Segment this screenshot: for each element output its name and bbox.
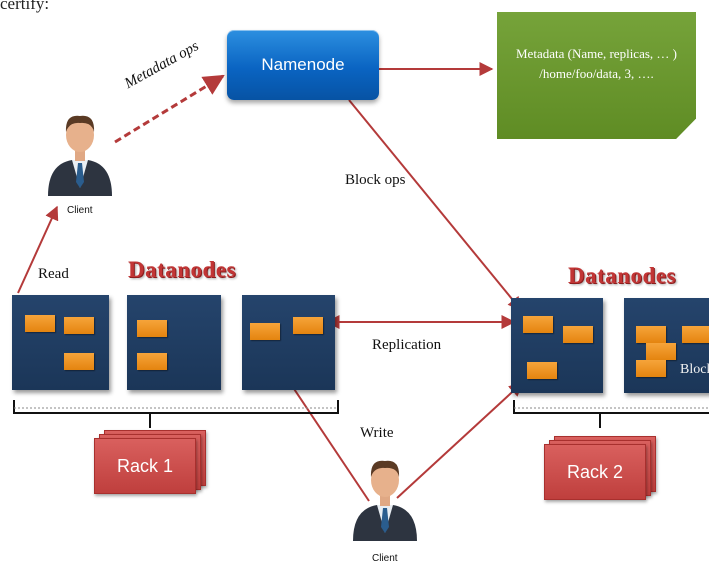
metadata-note: Metadata (Name, replicas, … ) /home/foo/… xyxy=(497,12,696,139)
client-label-left: Client xyxy=(67,205,93,216)
write-label: Write xyxy=(360,425,394,441)
rack-2-label: Rack 2 xyxy=(544,444,646,500)
data-block xyxy=(527,362,557,379)
datanode xyxy=(511,298,603,393)
datanode xyxy=(242,295,335,390)
data-block xyxy=(293,317,323,334)
read-label: Read xyxy=(38,266,69,282)
metadata-line-1: Metadata (Name, replicas, … ) xyxy=(516,46,677,61)
rack-1-label: Rack 1 xyxy=(94,438,196,494)
data-block xyxy=(64,353,94,370)
blocks-label: Blocks xyxy=(680,362,709,377)
data-block xyxy=(137,320,167,337)
client-label-bottom: Client xyxy=(372,553,398,564)
datanode xyxy=(12,295,109,390)
write-arrow-rack2 xyxy=(396,382,524,499)
datanodes-title-right: Datanodes xyxy=(568,263,677,288)
data-block xyxy=(646,343,676,360)
block-ops-label: Block ops xyxy=(345,172,406,188)
data-block xyxy=(64,317,94,334)
data-block xyxy=(523,316,553,333)
datanode: Blocks xyxy=(624,298,709,393)
replication-label: Replication xyxy=(372,337,442,353)
datanode xyxy=(127,295,221,390)
data-block xyxy=(563,326,593,343)
data-block xyxy=(137,353,167,370)
data-block xyxy=(25,315,55,332)
rack1-bracket xyxy=(13,400,339,428)
metadata-ops-arrow xyxy=(114,74,225,144)
block-ops-arrow xyxy=(348,99,522,312)
cropped-text-fragment: certify: xyxy=(0,0,50,13)
metadata-line-2: /home/foo/data, 3, …. xyxy=(539,66,654,81)
data-block xyxy=(636,326,666,343)
data-block xyxy=(250,323,280,340)
data-block xyxy=(636,360,666,377)
data-block xyxy=(682,326,709,343)
read-arrow xyxy=(17,205,59,294)
rack2-bracket xyxy=(513,400,709,428)
datanodes-title-left: Datanodes xyxy=(128,257,237,282)
client-person-icon xyxy=(48,115,112,196)
namenode-box: Namenode xyxy=(227,30,379,100)
rack-1-stack: Rack 1 xyxy=(94,430,206,494)
rack-2-stack: Rack 2 xyxy=(544,436,656,500)
client-person-icon xyxy=(353,460,417,541)
